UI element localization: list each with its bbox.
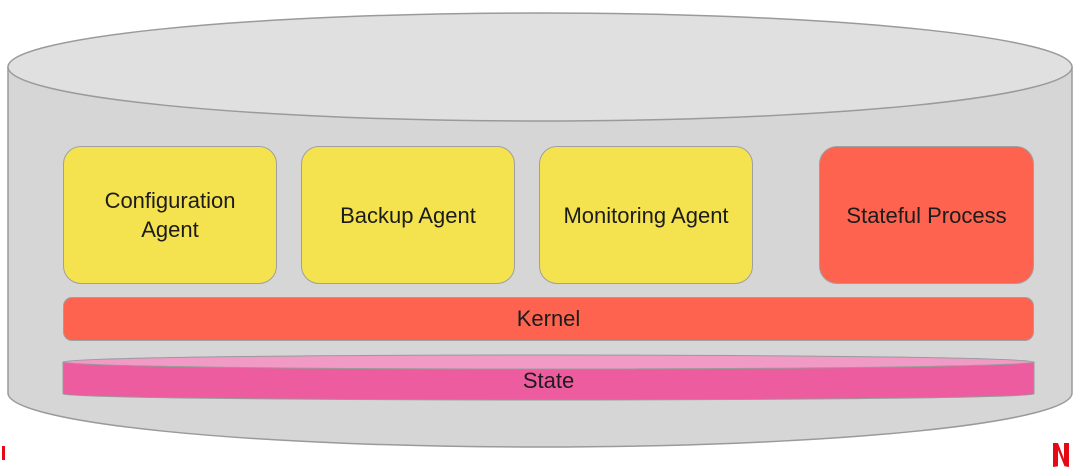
cylinder-top [7, 12, 1073, 122]
state-disc [62, 361, 1035, 401]
stateful-process-label: Stateful Process [846, 202, 1007, 228]
state-label: State [522, 368, 575, 393]
netflix-n-icon [1053, 443, 1069, 467]
backup-agent-box: Backup Agent [301, 146, 515, 284]
backup-agent-label: Backup Agent [340, 202, 476, 228]
configuration-agent-box: Configuration Agent [63, 146, 277, 284]
corner-mark [2, 446, 5, 460]
kernel-label: Kernel [516, 306, 581, 331]
monitoring-agent-box: Monitoring Agent [539, 146, 753, 284]
monitoring-agent-label: Monitoring Agent [563, 202, 729, 228]
configuration-agent-label: Configuration Agent [104, 188, 236, 242]
state-disc-top [62, 354, 1035, 370]
kernel-band: Kernel [63, 297, 1034, 341]
stateful-process-box: Stateful Process [819, 146, 1034, 284]
state-band: State [63, 362, 1034, 400]
